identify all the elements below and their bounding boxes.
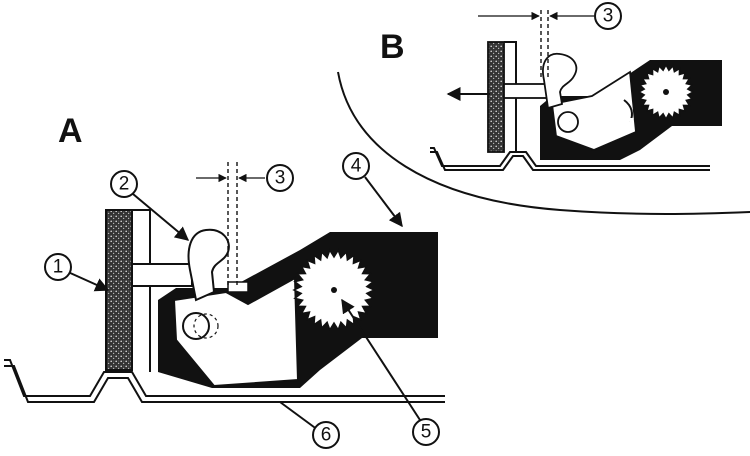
svg-text:4: 4 bbox=[351, 156, 362, 177]
pivot-bolt-a bbox=[182, 312, 210, 340]
panel-a: A bbox=[4, 112, 445, 403]
seal-strip-b bbox=[487, 41, 505, 153]
catch-hook-b bbox=[542, 52, 578, 110]
callout-4: 4 bbox=[342, 152, 403, 228]
gearA-hub bbox=[331, 287, 337, 293]
striker-bar-a bbox=[131, 263, 193, 287]
svg-text:6: 6 bbox=[321, 425, 332, 446]
latch-plate-a bbox=[172, 276, 300, 388]
callout-2: 2 bbox=[110, 170, 190, 241]
svg-text:5: 5 bbox=[421, 422, 432, 443]
gearB-hub bbox=[663, 89, 669, 95]
svg-text:3: 3 bbox=[603, 6, 614, 27]
svg-text:1: 1 bbox=[53, 257, 64, 278]
gear-b bbox=[637, 63, 695, 121]
svg-text:2: 2 bbox=[119, 174, 130, 195]
panel-a-label: A bbox=[58, 112, 83, 150]
svg-text:3: 3 bbox=[275, 168, 286, 189]
callout-3-b: 3 bbox=[594, 2, 622, 30]
panel-b: B bbox=[337, 10, 750, 215]
callout-6: 6 bbox=[279, 401, 340, 449]
callout-5: 5 bbox=[341, 298, 440, 446]
callout-1: 1 bbox=[44, 253, 110, 292]
seal-strip-a bbox=[105, 209, 133, 371]
callout-3-a: 3 bbox=[266, 164, 294, 192]
panel-b-label: B bbox=[380, 28, 405, 66]
door-arc-b bbox=[337, 71, 750, 215]
